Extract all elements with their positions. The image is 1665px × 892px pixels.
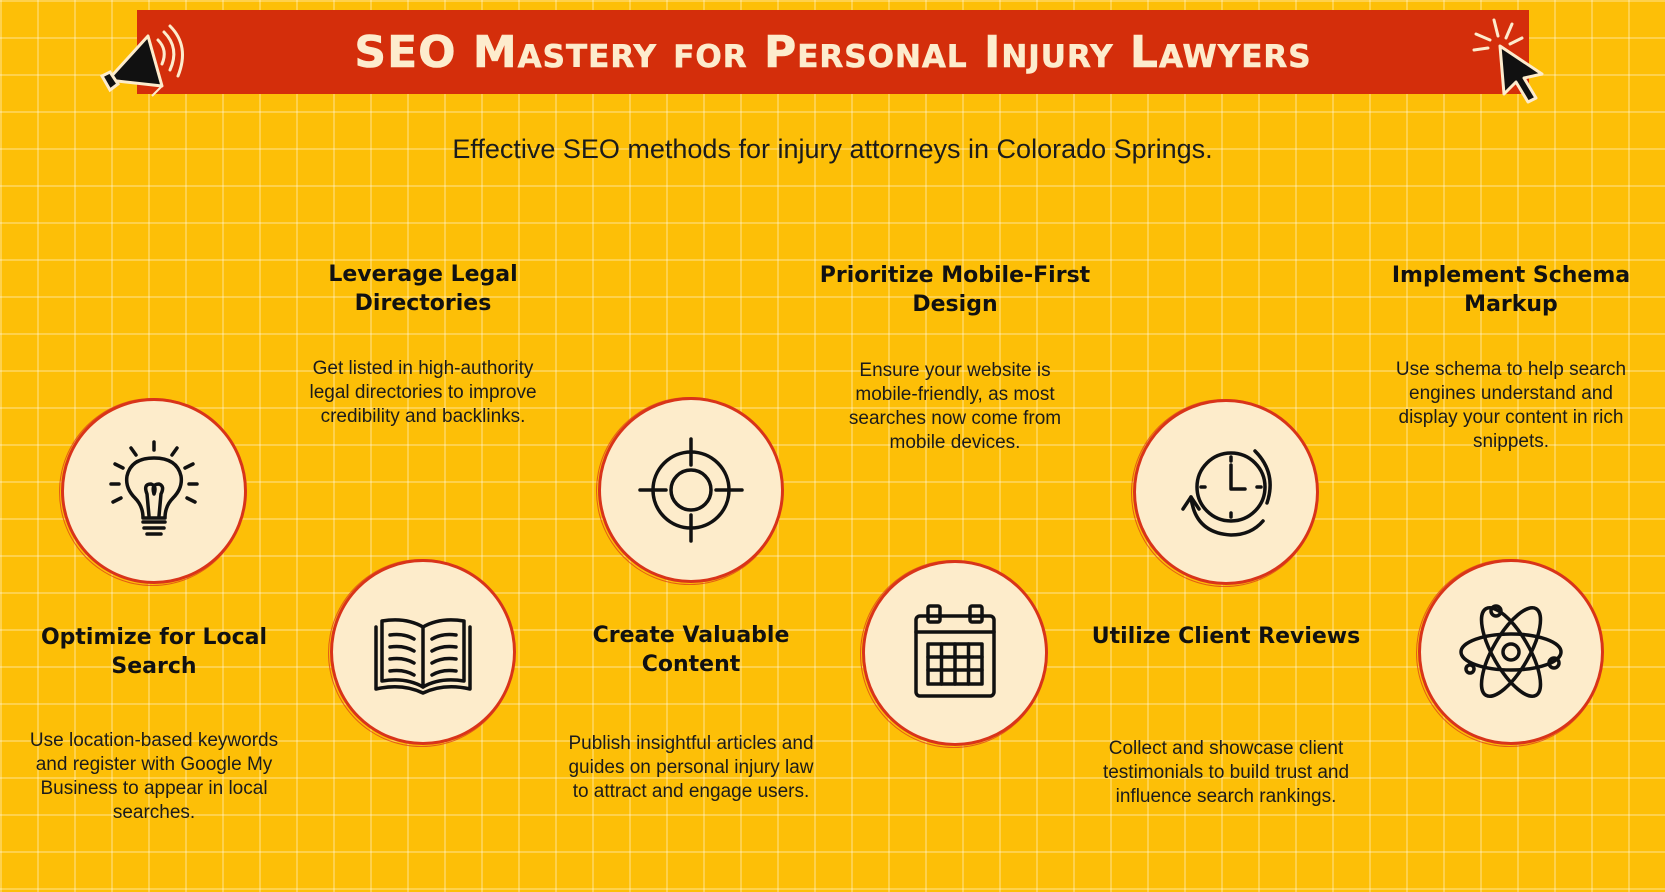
step-heading-valuable-content: Create Valuable Content (592, 623, 790, 677)
step-description-client-reviews: Collect and showcase client testimonials… (1102, 738, 1350, 807)
lightbulb-icon (109, 440, 199, 536)
step-heading-mobile-first: Prioritize Mobile-First Design (819, 263, 1091, 317)
calendar-icon (914, 604, 996, 698)
clock-refresh-icon (1181, 449, 1272, 537)
step-circle-valuable-content (596, 397, 784, 585)
page-title: SEO Mastery for Personal Injury Lawyers (354, 26, 1312, 78)
step-heading-legal-directories: Leverage Legal Directories (328, 262, 518, 316)
step-description-schema-markup: Use schema to help search engines unders… (1395, 359, 1627, 452)
atom-icon (1459, 604, 1563, 698)
step-heading-schema-markup: Implement Schema Markup (1391, 263, 1631, 317)
step-heading-client-reviews: Utilize Client Reviews (1091, 624, 1361, 649)
step-description-valuable-content: Publish insightful articles and guides o… (568, 733, 814, 802)
step-description-local-search: Use location-based keywords and register… (29, 730, 279, 823)
step-circle-local-search (59, 398, 247, 586)
step-heading-local-search: Optimize for Local Search (40, 625, 268, 679)
step-circle-mobile-first (860, 560, 1048, 748)
target-crosshair-icon (638, 437, 744, 543)
page-subtitle: Effective SEO methods for injury attorne… (452, 134, 1213, 164)
step-description-legal-directories: Get listed in high-authority legal direc… (309, 358, 537, 427)
step-circle-client-reviews (1131, 399, 1319, 587)
step-description-mobile-first: Ensure your website is mobile-friendly, … (848, 360, 1062, 453)
step-circle-legal-directories (328, 559, 516, 747)
megaphone-icon (99, 24, 184, 97)
cursor-click-icon (1472, 18, 1544, 104)
title-banner: SEO Mastery for Personal Injury Lawyers (137, 10, 1529, 94)
step-circle-schema-markup (1416, 559, 1604, 747)
open-book-icon (374, 618, 472, 695)
